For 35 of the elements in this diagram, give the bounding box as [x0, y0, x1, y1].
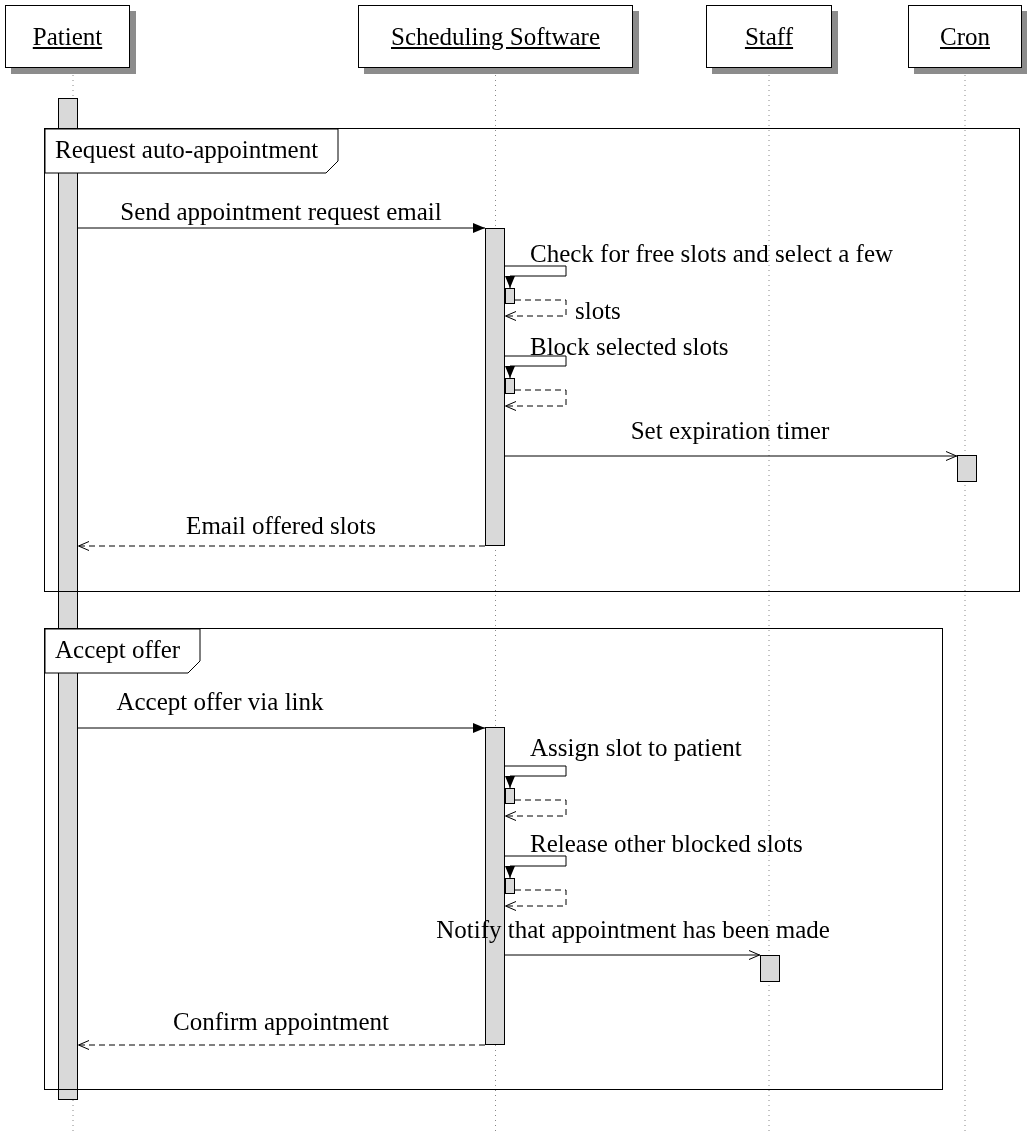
return-arrow	[77, 1040, 486, 1050]
message-arrow	[77, 223, 486, 233]
activation-bar	[505, 878, 515, 894]
message-label: slots	[575, 297, 621, 325]
fragment-frame	[44, 128, 1020, 592]
message-label: Release other blocked slots	[530, 830, 803, 858]
return-arrow	[504, 299, 567, 321]
message-label: Block selected slots	[530, 333, 729, 361]
message-label: Confirm appointment	[173, 1008, 389, 1036]
fragment-frame	[44, 628, 943, 1090]
message-arrow	[504, 765, 567, 789]
message-label: Send appointment request email	[120, 198, 442, 226]
message-label: Check for free slots and select a few	[530, 240, 894, 268]
return-arrow	[77, 541, 486, 551]
message-label: Email offered slots	[186, 512, 376, 540]
return-arrow	[504, 889, 567, 911]
message-label: Accept offer via link	[116, 688, 324, 716]
fragment-title: Request auto-appointment	[45, 129, 339, 173]
activation-bar	[505, 788, 515, 804]
activation-bar	[505, 288, 515, 304]
message-arrow	[504, 451, 958, 461]
message-label: Assign slot to patient	[530, 734, 742, 762]
message-arrow	[504, 265, 567, 289]
activation-bar	[760, 955, 780, 982]
message-arrow	[504, 355, 567, 379]
activation-bar	[957, 455, 977, 482]
message-label: Set expiration timer	[630, 417, 830, 445]
message-arrow	[504, 950, 761, 960]
return-arrow	[504, 799, 567, 821]
activation-bar	[505, 378, 515, 394]
message-arrow	[77, 723, 486, 733]
return-arrow	[504, 389, 567, 411]
message-arrow	[504, 855, 567, 879]
fragment-title: Accept offer	[45, 629, 201, 673]
activation-bar	[485, 228, 505, 546]
